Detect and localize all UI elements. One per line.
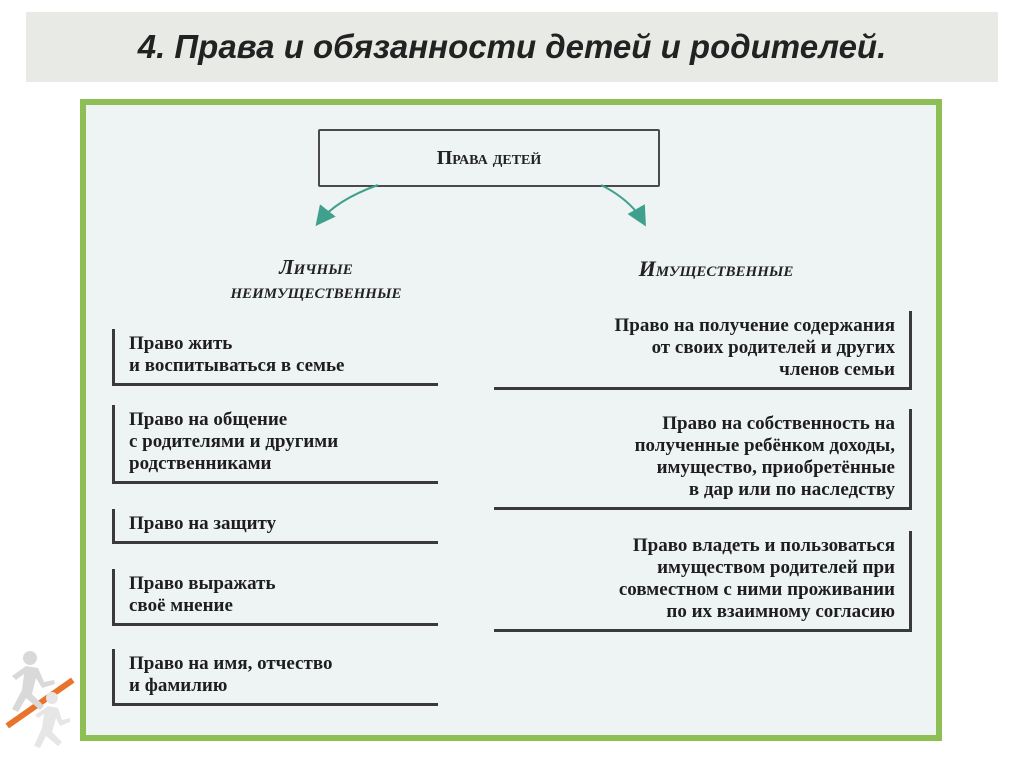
left-item-2-line2: с родителями и другими: [129, 431, 339, 452]
right-item-2: Право на собственность на полученные реб…: [494, 409, 912, 510]
right-item-2-line2: полученные ребёнком доходы,: [634, 435, 895, 456]
left-heading-line1: Личные: [279, 255, 353, 279]
diagram-arrows: [315, 184, 646, 227]
arrow-right: [600, 184, 646, 227]
right-item-1-line3: членов семьи: [779, 359, 895, 380]
left-column-heading: Личные неимущественные: [166, 255, 466, 303]
left-item-5: Право на имя, отчество и фамилию: [112, 649, 438, 706]
slide-title: 4. Права и обязанности детей и родителей…: [137, 28, 887, 65]
left-item-1-line2: и воспитываться в семье: [129, 355, 345, 376]
right-item-2-line4: в дар или по наследству: [688, 479, 895, 500]
right-item-3: Право владеть и пользоваться имуществом …: [494, 531, 912, 632]
left-item-3: Право на защиту: [112, 509, 438, 544]
right-column-heading: Имущественные: [638, 256, 794, 281]
left-item-5-line1: Право на имя, отчество: [129, 653, 333, 674]
left-item-4-line1: Право выражать: [129, 573, 276, 594]
left-item-4-line2: своё мнение: [129, 595, 233, 616]
left-item-5-line2: и фамилию: [129, 675, 228, 696]
right-item-2-line3: имущество, приобретённые: [656, 457, 895, 478]
left-item-4: Право выражать своё мнение: [112, 569, 438, 626]
left-item-3-line1: Право на защиту: [129, 513, 277, 534]
arrow-left: [315, 184, 379, 227]
right-item-1-line1: Право на получение содержания: [614, 315, 895, 336]
diagram-frame: Права детей Личные неимущественные Имуще…: [80, 99, 942, 741]
right-item-3-line4: по их взаимному согласию: [666, 601, 895, 622]
left-item-2-line1: Право на общение: [129, 409, 288, 430]
title-band: 4. Права и обязанности детей и родителей…: [26, 12, 998, 82]
right-item-1-line2: от своих родителей и других: [651, 337, 895, 358]
left-heading-line2: неимущественные: [230, 279, 402, 303]
runner-icon-2: [34, 692, 70, 748]
right-item-2-line1: Право на собственность на: [662, 413, 895, 434]
left-item-1: Право жить и воспитываться в семье: [112, 329, 438, 386]
left-item-1-line1: Право жить: [129, 333, 233, 354]
right-item-3-line2: имуществом родителей при: [657, 557, 895, 578]
left-item-2: Право на общение с родителями и другими …: [112, 405, 438, 484]
root-node: Права детей: [318, 129, 660, 187]
left-item-2-line3: родственниками: [129, 453, 272, 474]
right-item-3-line3: совместном с ними проживании: [618, 579, 895, 600]
runner-figures-decoration: [5, 651, 75, 748]
right-item-3-line1: Право владеть и пользоваться: [632, 535, 895, 556]
runner-icon: [12, 651, 55, 712]
right-item-1: Право на получение содержания от своих р…: [494, 311, 912, 390]
